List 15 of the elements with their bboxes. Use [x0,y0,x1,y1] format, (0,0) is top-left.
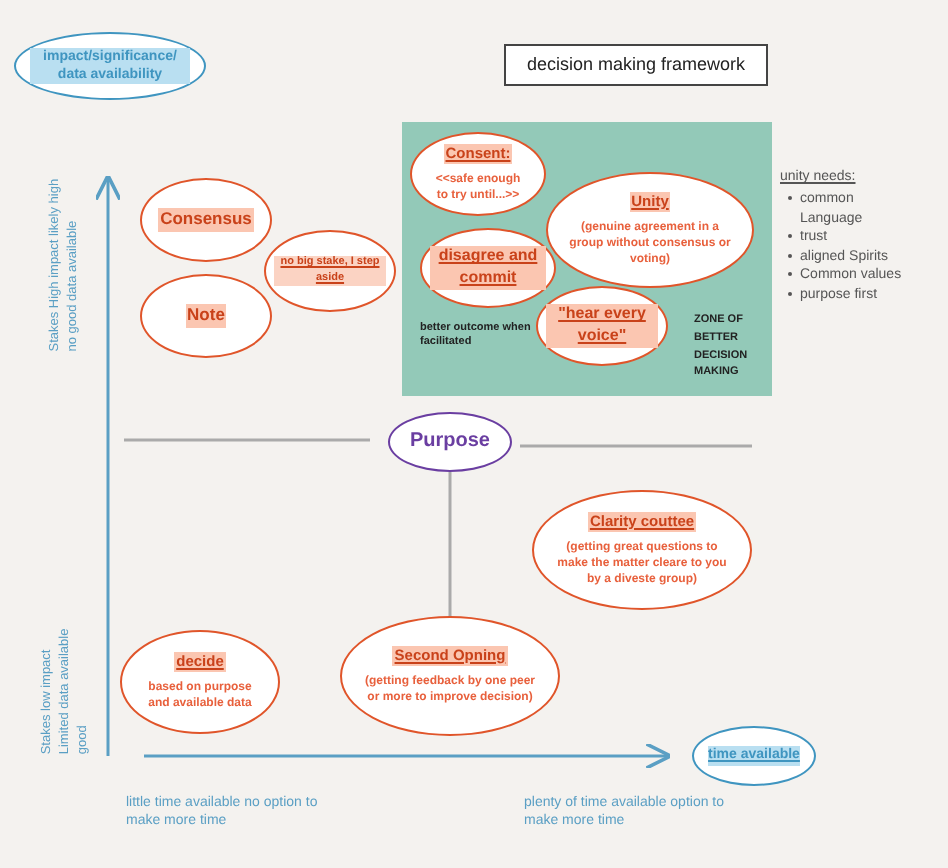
ellipse-node [536,286,668,366]
ellipse-node [264,230,396,312]
title-box [504,44,768,86]
ellipse-node [140,274,272,358]
node-label: Purpose [409,428,490,456]
node-heading: Note [185,304,227,328]
node-label: decision making framework [526,52,746,78]
ellipse-node [420,228,556,308]
node-heading: disagree and commit [430,246,546,290]
ellipse-node [140,178,272,262]
connector-line [448,472,452,616]
ellipse-node [410,132,546,216]
node-heading: "hear every voice" [546,304,658,348]
zone-panel [402,122,772,396]
node-heading: Consensus [158,208,254,232]
